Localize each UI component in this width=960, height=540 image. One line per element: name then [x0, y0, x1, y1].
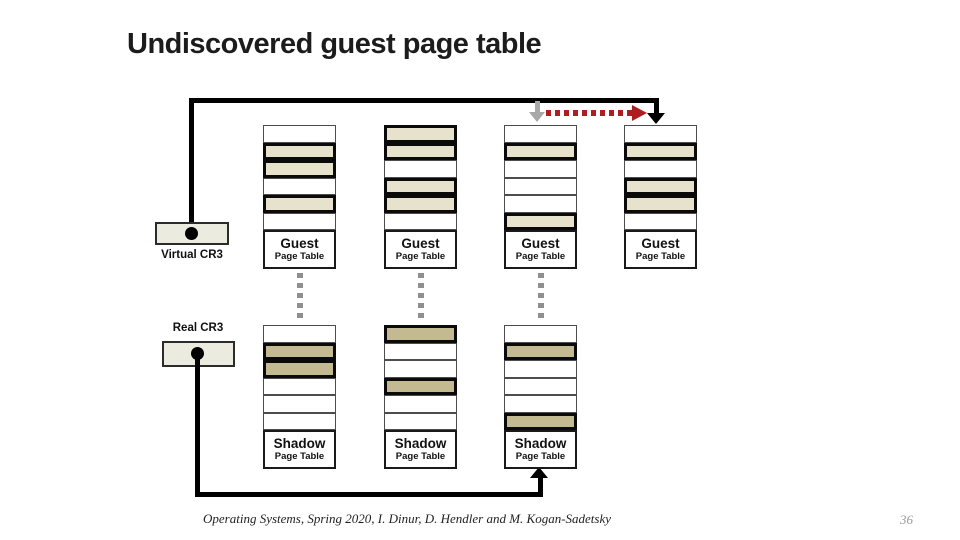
page-number: 36: [900, 512, 913, 527]
virtual-cr3-line-vertical: [189, 98, 194, 234]
shadow-table-subtitle: Page Table: [395, 450, 446, 462]
page-table-row-empty: [384, 395, 457, 413]
real-cr3-label: Real CR3: [172, 322, 224, 334]
page-table-row-filled: [263, 160, 336, 178]
guest-table-title: Guest: [641, 235, 680, 251]
virtual-cr3-label: Virtual CR3: [161, 249, 223, 261]
virtual-cr3-line-horizontal: [189, 98, 659, 103]
footer-credit: Operating Systems, Spring 2020, I. Dinur…: [203, 511, 612, 526]
red-dotted-arrow: [546, 110, 632, 116]
guest-table-3-rows: [504, 125, 577, 230]
shadow-table-title: Shadow: [273, 435, 326, 451]
guest-table-subtitle: Page Table: [274, 250, 325, 262]
black-arrow-down-icon: [647, 113, 665, 124]
page-table-row-filled: [504, 142, 577, 160]
guest-table-subtitle: Page Table: [635, 250, 686, 262]
page-table-row-filled: [624, 142, 697, 160]
page-table-row-empty: [263, 212, 336, 230]
page-table-row-filled: [384, 195, 457, 213]
guest-table-3-label: Guest Page Table: [504, 230, 577, 269]
guest-table-title: Guest: [401, 235, 440, 251]
dashed-link-1: [297, 273, 303, 321]
shadow-table-subtitle: Page Table: [274, 450, 325, 462]
page-table-row-filled: [504, 212, 577, 230]
guest-table-4-rows: [624, 125, 697, 230]
page-table-row-empty: [384, 212, 457, 230]
dashed-link-3: [538, 273, 544, 321]
guest-table-title: Guest: [280, 235, 319, 251]
page-table-row-empty: [263, 395, 336, 413]
page-table-row-empty: [263, 377, 336, 395]
virtual-cr3-dot: [185, 227, 198, 240]
page-table-row-empty: [504, 395, 577, 413]
page-table-row-filled: [384, 142, 457, 160]
page-table-row-filled: [384, 325, 457, 343]
page-table-row-empty: [624, 160, 697, 178]
real-cr3-line-vertical: [195, 353, 200, 497]
guest-table-4: Guest Page Table: [624, 125, 697, 269]
guest-table-title: Guest: [521, 235, 560, 251]
page-table-row-filled: [384, 377, 457, 395]
page-table-row-empty: [624, 125, 697, 143]
page-table-row-filled: [624, 177, 697, 195]
dashed-link-2: [418, 273, 424, 321]
page-table-row-empty: [384, 360, 457, 378]
page-table-row-filled: [263, 360, 336, 378]
page-table-row-filled: [263, 195, 336, 213]
guest-table-subtitle: Page Table: [395, 250, 446, 262]
page-table-row-filled: [384, 177, 457, 195]
page-table-row-empty: [504, 125, 577, 143]
guest-table-2-label: Guest Page Table: [384, 230, 457, 269]
page-table-row-filled: [624, 195, 697, 213]
virtual-cr3-line-drop: [654, 98, 659, 114]
page-table-row-empty: [504, 325, 577, 343]
guest-table-3: Guest Page Table: [504, 125, 577, 269]
shadow-table-title: Shadow: [514, 435, 567, 451]
page-table-row-empty: [263, 125, 336, 143]
black-arrow-up-icon: [530, 467, 548, 478]
shadow-table-3: Shadow Page Table: [504, 325, 577, 469]
guest-table-2: Guest Page Table: [384, 125, 457, 269]
shadow-table-1-label: Shadow Page Table: [263, 430, 336, 469]
real-cr3-line-horizontal: [195, 492, 543, 497]
guest-table-1: Guest Page Table: [263, 125, 336, 269]
page-table-row-empty: [504, 360, 577, 378]
page-table-row-empty: [504, 177, 577, 195]
gray-arrow: [535, 101, 540, 113]
page-table-row-filled: [263, 142, 336, 160]
shadow-table-title: Shadow: [394, 435, 447, 451]
shadow-table-1: Shadow Page Table: [263, 325, 336, 469]
shadow-table-2: Shadow Page Table: [384, 325, 457, 469]
page-table-row-empty: [263, 412, 336, 430]
page-table-row-filled: [384, 125, 457, 143]
guest-table-1-label: Guest Page Table: [263, 230, 336, 269]
real-cr3-line-rise: [538, 478, 543, 494]
shadow-table-3-rows: [504, 325, 577, 430]
guest-table-subtitle: Page Table: [515, 250, 566, 262]
slide-title: Undiscovered guest page table: [127, 28, 542, 60]
page-table-row-empty: [624, 212, 697, 230]
page-table-row-empty: [504, 195, 577, 213]
shadow-table-subtitle: Page Table: [515, 450, 566, 462]
gray-arrow-down-icon: [529, 112, 545, 122]
page-table-row-filled: [263, 342, 336, 360]
page-table-row-filled: [504, 412, 577, 430]
page-table-row-empty: [263, 325, 336, 343]
page-table-row-empty: [504, 377, 577, 395]
page-table-row-filled: [504, 342, 577, 360]
guest-table-4-label: Guest Page Table: [624, 230, 697, 269]
shadow-table-1-rows: [263, 325, 336, 430]
guest-table-2-rows: [384, 125, 457, 230]
page-table-row-empty: [263, 177, 336, 195]
shadow-table-2-label: Shadow Page Table: [384, 430, 457, 469]
guest-table-1-rows: [263, 125, 336, 230]
page-table-row-empty: [384, 412, 457, 430]
page-table-row-empty: [384, 342, 457, 360]
red-arrow-right-icon: [632, 105, 647, 121]
shadow-table-3-label: Shadow Page Table: [504, 430, 577, 469]
page-table-row-empty: [504, 160, 577, 178]
page-table-row-empty: [384, 160, 457, 178]
shadow-table-2-rows: [384, 325, 457, 430]
